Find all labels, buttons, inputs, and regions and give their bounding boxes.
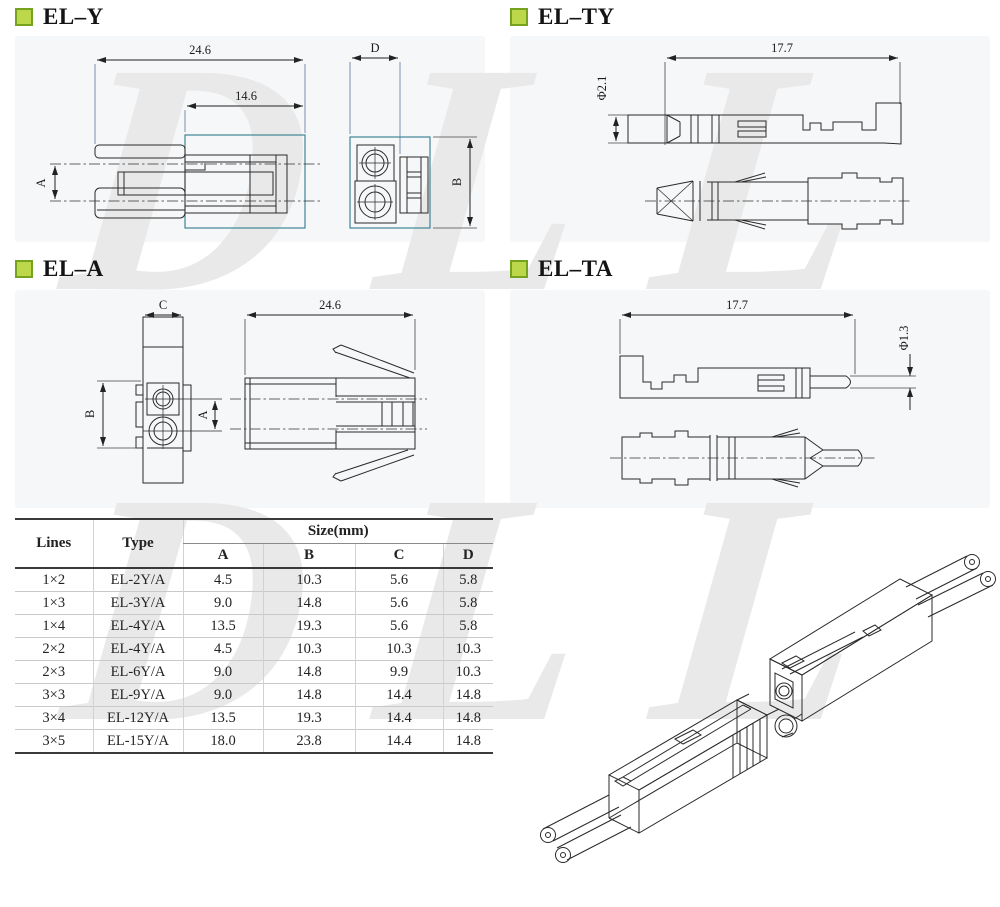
cell-type: EL-2Y/A [92, 568, 183, 592]
section-header-el-ta: EL–TA [510, 256, 613, 282]
col-header-a: A [182, 543, 263, 568]
el-ta-drawing: 17.7 Φ1.3 [610, 298, 916, 488]
cell-c: 5.6 [354, 614, 443, 638]
cell-lines: 2×3 [42, 663, 66, 680]
cell-a: 13.5 [182, 614, 263, 638]
table-row: 1×2 EL-2Y/A 4.5 10.3 5.6 5.8 [15, 568, 493, 592]
cell-b: 14.8 [262, 660, 355, 684]
table-row: 2×2 EL-4Y/A 4.5 10.3 10.3 10.3 [15, 637, 493, 661]
cell-type: EL-12Y/A [92, 706, 183, 730]
cell-lines: 1×4 [42, 617, 66, 634]
cell-lines: 1×2 [42, 571, 66, 588]
el-a-dim-c: C [159, 298, 167, 312]
cell-lines: 3×4 [42, 709, 66, 726]
col-header-b: B [262, 543, 355, 568]
col-header-d: D [442, 543, 493, 568]
cell-type: EL-15Y/A [92, 729, 183, 753]
size-table: Lines Type Size(mm) A B C D 1×2 EL-2Y/A … [15, 518, 493, 754]
section-header-el-a: EL–A [15, 256, 104, 282]
el-y-drawing: 24.6 14.6 A D B [34, 41, 477, 229]
cell-c: 14.4 [354, 683, 443, 707]
section-title-el-y: EL–Y [43, 4, 104, 29]
section-title-el-a: EL–A [43, 256, 104, 281]
cell-d: 14.8 [442, 706, 493, 730]
cell-lines: 3×3 [42, 686, 66, 703]
el-a-dim-a: A [196, 410, 210, 419]
el-y-dim-body: 14.6 [235, 89, 257, 103]
cell-d: 5.8 [442, 568, 493, 592]
cell-d: 5.8 [442, 614, 493, 638]
table-row: 3×3 EL-9Y/A 9.0 14.8 14.4 14.8 [15, 683, 493, 707]
cell-c: 5.6 [354, 568, 443, 592]
cell-type: EL-9Y/A [92, 683, 183, 707]
cell-a: 4.5 [182, 637, 263, 661]
cell-c: 14.4 [354, 729, 443, 753]
cell-d: 10.3 [442, 637, 493, 661]
el-y-dim-overall: 24.6 [189, 43, 211, 57]
el-ty-dim-dia: Φ2.1 [595, 76, 609, 101]
el-ta-dim-dia: Φ1.3 [897, 326, 911, 351]
cell-c: 5.6 [354, 591, 443, 615]
cell-a: 18.0 [182, 729, 263, 753]
section-bullet-icon [15, 8, 33, 26]
table-row: 2×3 EL-6Y/A 9.0 14.8 9.9 10.3 [15, 660, 493, 684]
cell-a: 9.0 [182, 660, 263, 684]
cell-type: EL-3Y/A [92, 591, 183, 615]
cell-b: 19.3 [262, 614, 355, 638]
el-y-dim-b: B [450, 178, 464, 186]
cell-b: 14.8 [262, 683, 355, 707]
cell-b: 19.3 [262, 706, 355, 730]
table-row: 1×3 EL-3Y/A 9.0 14.8 5.6 5.8 [15, 591, 493, 615]
cell-type: EL-4Y/A [92, 614, 183, 638]
col-header-lines: Lines [36, 535, 72, 551]
connector-3d-illustration [540, 554, 996, 863]
cell-b: 10.3 [262, 637, 355, 661]
cell-b: 10.3 [262, 568, 355, 592]
section-title-el-ta: EL–TA [538, 256, 613, 281]
cell-d: 5.8 [442, 591, 493, 615]
el-ty-drawing: 17.7 Φ2.1 [595, 41, 910, 230]
el-a-drawing: C 24.6 B A [83, 298, 427, 484]
cell-c: 14.4 [354, 706, 443, 730]
col-header-c: C [354, 543, 443, 568]
section-header-el-ty: EL–TY [510, 4, 615, 30]
cell-c: 10.3 [354, 637, 443, 661]
cell-type: EL-4Y/A [92, 637, 183, 661]
table-row: 3×4 EL-12Y/A 13.5 19.3 14.4 14.8 [15, 706, 493, 730]
el-ty-dim-length: 17.7 [771, 41, 793, 55]
el-ty-panel [510, 36, 990, 242]
cell-lines: 2×2 [42, 640, 66, 657]
cell-d: 10.3 [442, 660, 493, 684]
cell-lines: 1×3 [42, 594, 66, 611]
cell-a: 4.5 [182, 568, 263, 592]
section-header-el-y: EL–Y [15, 4, 104, 30]
cell-c: 9.9 [354, 660, 443, 684]
section-title-el-ty: EL–TY [538, 4, 615, 29]
table-row: 1×4 EL-4Y/A 13.5 19.3 5.6 5.8 [15, 614, 493, 638]
cell-b: 23.8 [262, 729, 355, 753]
section-bullet-icon [15, 260, 33, 278]
col-header-size: Size(mm) [182, 519, 493, 544]
table-row: 3×5 EL-15Y/A 18.0 23.8 14.4 14.8 [15, 729, 493, 753]
el-a-dim-overall: 24.6 [319, 298, 341, 312]
el-a-dim-b: B [83, 410, 97, 418]
cell-b: 14.8 [262, 591, 355, 615]
col-header-type: Type [92, 519, 183, 568]
cell-a: 9.0 [182, 683, 263, 707]
el-ta-dim-length: 17.7 [726, 298, 748, 312]
cell-d: 14.8 [442, 683, 493, 707]
section-bullet-icon [510, 8, 528, 26]
cell-d: 14.8 [442, 729, 493, 753]
cell-lines: 3×5 [42, 732, 66, 749]
el-y-dim-d: D [370, 41, 379, 55]
cell-a: 9.0 [182, 591, 263, 615]
cell-type: EL-6Y/A [92, 660, 183, 684]
section-bullet-icon [510, 260, 528, 278]
cell-a: 13.5 [182, 706, 263, 730]
size-table-container: Lines Type Size(mm) A B C D 1×2 EL-2Y/A … [15, 518, 493, 754]
el-y-dim-a: A [34, 178, 48, 187]
